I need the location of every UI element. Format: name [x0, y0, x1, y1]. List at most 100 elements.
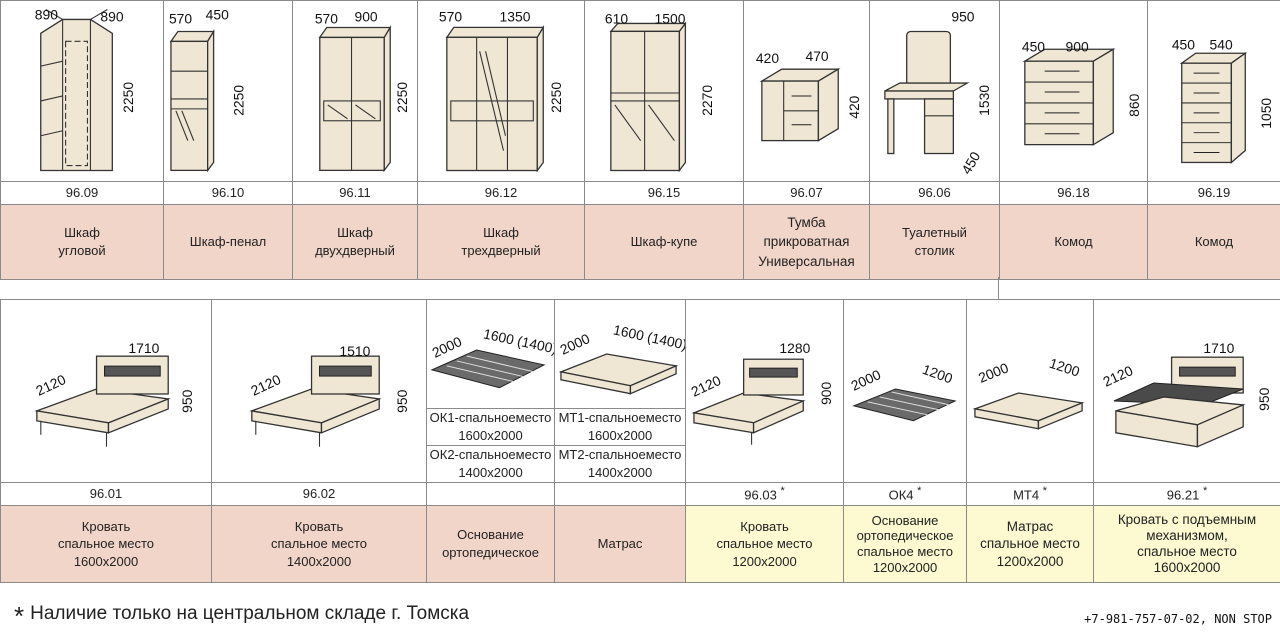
product-code: 96.10 [164, 182, 293, 205]
dim-depth: 570 [315, 11, 338, 27]
dim-length: 2000 [848, 366, 883, 394]
dim-height: 950 [179, 389, 195, 412]
code-text: 96.03 [744, 487, 777, 502]
product-name: Шкаф угловой [1, 205, 164, 280]
dim-width: 1710 [128, 340, 159, 356]
product-name: Основание ортопедическое [427, 506, 555, 583]
dim-height: 2270 [699, 85, 715, 116]
dim-length: 2000 [557, 330, 592, 358]
image-bed-1600: 2120 1710 950 [1, 300, 212, 483]
dim-width: 1200 [1047, 355, 1082, 380]
dim-length: 2000 [429, 333, 464, 361]
product-code: 96.02 [212, 483, 427, 506]
product-code: 96.03 * [686, 483, 844, 506]
image-mattress: 2000 1600 (1400) [555, 300, 686, 409]
product-code: ОК4 * [844, 483, 967, 506]
dim-width: 890 [100, 8, 123, 24]
dim-width: 1280 [779, 340, 810, 356]
image-chest-tall: 450 540 1050 [1148, 1, 1280, 182]
dim-length: 2120 [688, 372, 723, 400]
dim-depth: 450 [1172, 36, 1195, 52]
product-name: Шкаф трехдверный [418, 205, 585, 280]
product-name: Тумба прикроватная Универсальная [744, 205, 870, 280]
image-corner-wardrobe: 890 890 2250 [1, 1, 164, 182]
product-name: Туалетный столик [870, 205, 1000, 280]
dim-height: 950 [1256, 387, 1272, 410]
product-name: Кровать с подъемным механизмом, спальное… [1094, 506, 1280, 583]
dim-length: 2000 [976, 359, 1011, 386]
dim-height: 1530 [976, 85, 992, 116]
product-code: 96.07 [744, 182, 870, 205]
dim-width: 1600 (1400) [482, 325, 554, 356]
dim-width: 1710 [1203, 340, 1234, 356]
product-name: Комод [1148, 205, 1280, 280]
product-code-empty [427, 483, 555, 506]
product-name: Кровать спальное место 1200x2000 [686, 506, 844, 583]
dim-height: 950 [394, 389, 410, 412]
product-code: 96.21 * [1094, 483, 1280, 506]
asterisk: * [780, 485, 784, 497]
product-code: 96.06 [870, 182, 1000, 205]
image-bed-1400: 2120 1510 950 [212, 300, 427, 483]
image-three-door-wardrobe: 570 1350 2250 [418, 1, 585, 182]
product-name: Матрас спальное место 1200x2000 [967, 506, 1094, 583]
product-code: МТ4 * [967, 483, 1094, 506]
dim-depth: 450 [958, 149, 984, 177]
dim-depth: 570 [169, 11, 192, 27]
image-orthopedic-base: 2000 1600 (1400) [427, 300, 555, 409]
image-lift-bed: 2120 1710 950 [1094, 300, 1280, 483]
dim-height: 2250 [230, 85, 246, 116]
image-nightstand: 420 470 420 [744, 1, 870, 182]
image-sliding-wardrobe: 610 1500 2270 [585, 1, 744, 182]
dim-width: 1600 (1400) [612, 321, 685, 352]
product-name: Кровать спальное место 1600x2000 [1, 506, 212, 583]
divider-line [998, 277, 999, 299]
dim-height: 2250 [120, 82, 136, 113]
dim-length: 2120 [33, 371, 68, 399]
footnote-text: Наличие только на центральном складе г. … [30, 603, 469, 624]
dim-height: 900 [818, 381, 834, 404]
image-two-door-wardrobe: 570 900 2250 [293, 1, 418, 182]
asterisk: * [1203, 485, 1207, 497]
dim-depth: 450 [1022, 38, 1045, 54]
dim-height: 2250 [394, 82, 410, 113]
product-code-empty [555, 483, 686, 506]
dim-width: 1500 [655, 10, 686, 26]
dim-width: 900 [1066, 38, 1089, 54]
product-code: 96.15 [585, 182, 744, 205]
product-name: Матрас [555, 506, 686, 583]
product-code: 96.09 [1, 182, 164, 205]
asterisk: * [917, 485, 921, 497]
dim-length: 2120 [248, 371, 283, 399]
dim-width: 470 [806, 48, 829, 64]
dim-width: 950 [951, 9, 974, 25]
code-text: 96.21 [1167, 487, 1200, 502]
product-code: 96.12 [418, 182, 585, 205]
dim-depth: 890 [35, 6, 58, 22]
footnote-asterisk: * [14, 601, 24, 631]
image-mattress-1200: 2000 1200 [967, 300, 1094, 483]
product-name: Комод [1000, 205, 1148, 280]
dim-length: 2120 [1100, 362, 1135, 390]
product-name: Основание ортопедическое спальное место … [844, 506, 967, 583]
image-pencil-wardrobe: 570 450 2250 [164, 1, 293, 182]
dim-height: 2250 [548, 82, 564, 113]
image-chest-wide: 450 900 860 [1000, 1, 1148, 182]
bottom-catalog-table: 2120 1710 950 2120 1510 950 [0, 299, 1280, 583]
product-code: 96.01 [1, 483, 212, 506]
dim-width: 1200 [920, 361, 955, 387]
asterisk: * [1043, 485, 1047, 497]
dim-width: 540 [1210, 36, 1233, 52]
product-code: 96.18 [1000, 182, 1148, 205]
image-dressing-table: 950 1530 450 [870, 1, 1000, 182]
footnote: * Наличие только на центральном складе г.… [14, 601, 469, 632]
variant-mt1: МТ1-спальноеместо 1600x2000 [555, 409, 686, 446]
dim-width: 900 [355, 9, 378, 25]
dim-height: 420 [846, 95, 862, 118]
product-name: Кровать спальное место 1400x2000 [212, 506, 427, 583]
code-text: ОК4 [889, 487, 914, 502]
code-text: МТ4 [1013, 487, 1039, 502]
product-code: 96.11 [293, 182, 418, 205]
dim-width: 1510 [339, 343, 370, 359]
variant-ok1: ОК1-спальноеместо 1600x2000 [427, 409, 555, 446]
